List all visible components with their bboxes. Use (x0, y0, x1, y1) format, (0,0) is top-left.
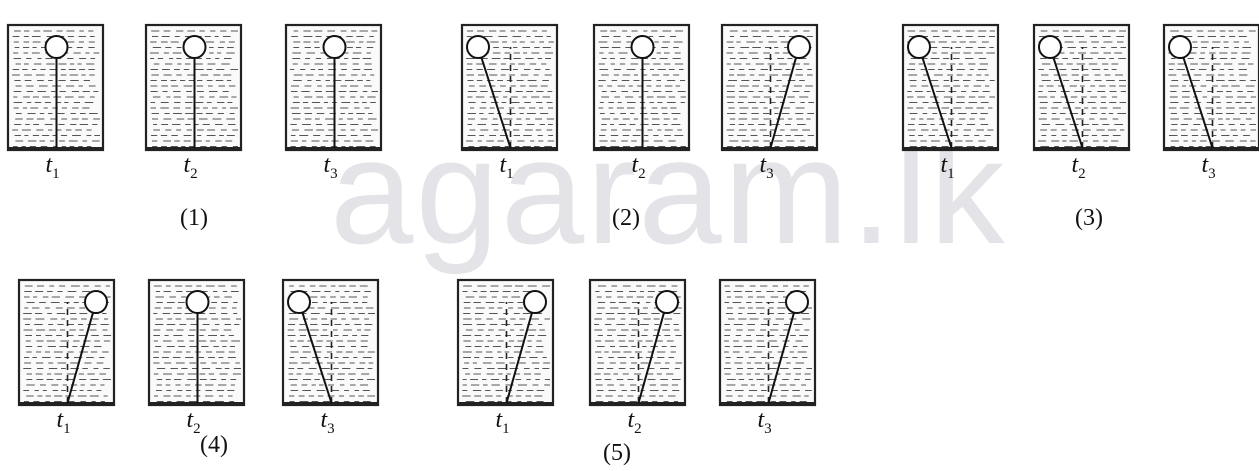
string (769, 57, 797, 149)
water-texture (466, 30, 554, 147)
time-label: t3 (321, 407, 335, 438)
string (767, 312, 795, 404)
tank-option1-frame3 (284, 23, 383, 152)
time-subscript: 2 (193, 420, 201, 437)
option-label: (3) (1075, 205, 1103, 231)
string (505, 312, 533, 404)
time-subscript: 3 (327, 420, 335, 437)
tank-option3-frame3 (1162, 23, 1259, 152)
time-symbol: t (940, 152, 948, 178)
time-subscript: 3 (1208, 165, 1216, 182)
time-label: t2 (184, 152, 198, 183)
time-symbol: t (495, 407, 503, 433)
time-symbol: t (631, 152, 639, 178)
time-subscript: 2 (638, 165, 646, 182)
time-label: t1 (500, 152, 514, 183)
option-label: (4) (200, 432, 228, 458)
tank-option1-frame2 (144, 23, 243, 152)
tank-option1-frame1 (6, 23, 105, 152)
balloon (185, 290, 210, 314)
time-subscript: 1 (947, 165, 955, 182)
time-symbol: t (183, 152, 191, 178)
time-label: t3 (760, 152, 774, 183)
balloon (523, 290, 547, 314)
tank-option5-frame1 (456, 278, 555, 407)
tank-option5-frame3 (718, 278, 817, 407)
time-label: t3 (1202, 152, 1216, 183)
string (480, 57, 512, 149)
time-subscript: 1 (52, 165, 60, 182)
balloon (907, 35, 931, 59)
time-symbol: t (56, 407, 64, 433)
time-label: t1 (496, 407, 510, 438)
water-texture (594, 285, 682, 402)
time-symbol: t (1201, 152, 1209, 178)
time-symbol: t (757, 407, 765, 433)
time-subscript: 1 (506, 165, 514, 182)
string (1182, 57, 1214, 149)
balloon (84, 290, 108, 314)
option-label: (5) (603, 440, 631, 466)
tank-option4-frame2 (147, 278, 246, 407)
balloon (630, 35, 655, 59)
water-texture (287, 285, 375, 402)
time-symbol: t (45, 152, 53, 178)
time-subscript: 3 (330, 165, 338, 182)
time-subscript: 2 (634, 420, 642, 437)
tank-option4-frame1 (17, 278, 116, 407)
string (66, 312, 94, 404)
tank-option4-frame3 (281, 278, 380, 407)
balloon (1038, 35, 1062, 59)
time-label: t2 (628, 407, 642, 438)
time-label: t2 (1072, 152, 1086, 183)
time-subscript: 3 (766, 165, 774, 182)
time-symbol: t (186, 407, 194, 433)
tank-option2-frame3 (720, 23, 819, 152)
string (1052, 57, 1084, 149)
tank-option2-frame1 (460, 23, 559, 152)
time-label: t2 (632, 152, 646, 183)
time-label: t1 (46, 152, 60, 183)
water-texture (724, 285, 812, 402)
string (637, 312, 665, 404)
tank-option2-frame2 (592, 23, 691, 152)
balloon (44, 35, 69, 59)
time-label: t1 (941, 152, 955, 183)
tank-option3-frame1 (901, 23, 1000, 152)
option-label: (2) (612, 205, 640, 231)
water-texture (598, 30, 686, 147)
balloon (182, 35, 207, 59)
balloon (785, 290, 809, 314)
balloon (322, 35, 347, 59)
time-subscript: 2 (1078, 165, 1086, 182)
time-subscript: 1 (502, 420, 510, 437)
string (921, 57, 953, 149)
time-label: t1 (57, 407, 71, 438)
option-label: (1) (180, 205, 208, 231)
time-symbol: t (499, 152, 507, 178)
tank-outline (588, 278, 687, 407)
time-symbol: t (627, 407, 635, 433)
time-subscript: 3 (764, 420, 772, 437)
time-symbol: t (323, 152, 331, 178)
balloon (1168, 35, 1192, 59)
time-label: t3 (324, 152, 338, 183)
balloon (287, 290, 311, 314)
string (301, 312, 333, 404)
tank-option3-frame2 (1032, 23, 1131, 152)
time-symbol: t (1071, 152, 1079, 178)
time-label: t2 (187, 407, 201, 438)
time-subscript: 2 (190, 165, 198, 182)
time-symbol: t (320, 407, 328, 433)
time-symbol: t (759, 152, 767, 178)
time-label: t3 (758, 407, 772, 438)
water-texture (150, 30, 238, 147)
balloon (655, 290, 679, 314)
time-subscript: 1 (63, 420, 71, 437)
balloon (466, 35, 490, 59)
tank-option5-frame2 (588, 278, 687, 407)
balloon (787, 35, 811, 59)
